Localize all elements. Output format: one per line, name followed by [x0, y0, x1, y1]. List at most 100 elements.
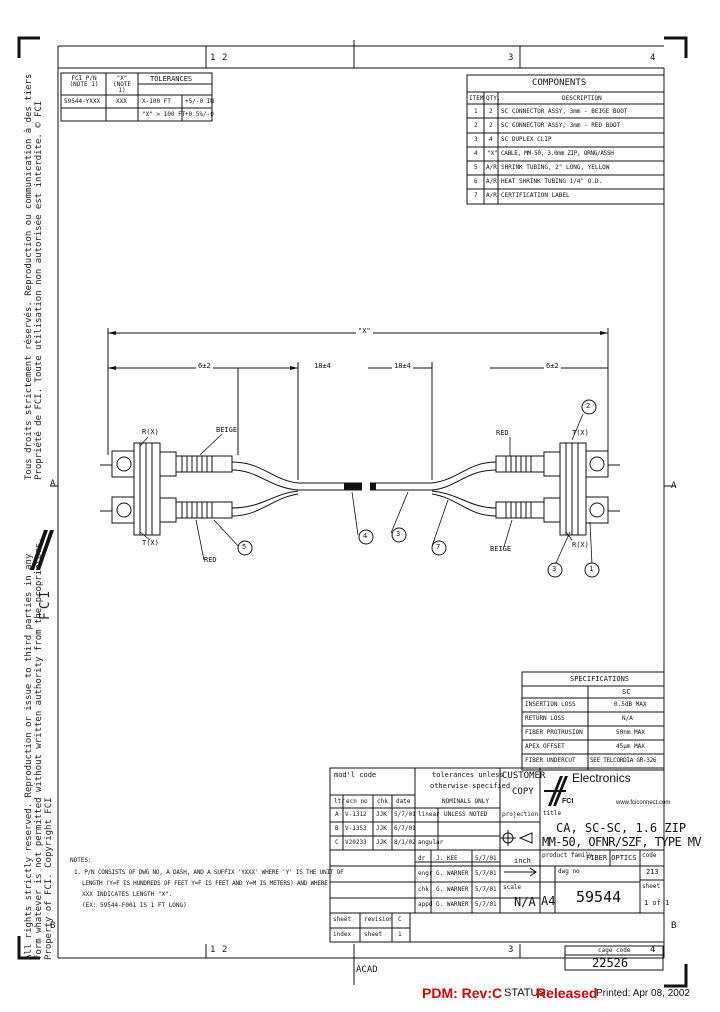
comp-row-desc: SC DUPLEX CLIP: [501, 136, 552, 143]
label-red-left: RED: [204, 556, 217, 564]
rev-ecn: V-1353: [345, 825, 367, 832]
dim-left: 6±2: [196, 362, 213, 370]
signoff-date: 5/7/01: [475, 870, 497, 877]
balloon-item-7: 7: [436, 543, 441, 551]
signoff-name: G. WARNER: [436, 901, 469, 908]
pdm-revision: PDM: Rev:C: [422, 985, 503, 1001]
components-header-qty: QTY.: [486, 95, 501, 102]
customer-copy-1: CUSTOMER: [502, 771, 546, 781]
sheet-index-row-1: index: [333, 931, 352, 938]
dim-overall: "X": [356, 327, 373, 335]
title-line-1: CA, SC-SC, 1.6 ZIP: [556, 821, 687, 835]
pn-row1-range: X-100 FT: [142, 98, 171, 105]
spec-value: 50nm MAX: [616, 729, 645, 736]
company-logo-text: FCI: [562, 798, 574, 805]
comp-row-item: 7: [474, 192, 478, 199]
rev-ecn: V20233: [345, 839, 367, 846]
spec-label: RETURN LOSS: [525, 715, 565, 722]
pn-header-pn: FCI P/N (NOTE 1): [69, 75, 99, 88]
rev-col-date: date: [396, 798, 411, 805]
cage-code: 22526: [592, 956, 629, 970]
spec-title: SPECIFICATIONS: [570, 675, 630, 683]
dwg-no: 59544: [576, 888, 622, 906]
zone-bottom-4: 4: [650, 945, 656, 955]
scale-label: scale: [503, 884, 522, 891]
comp-row-desc: SHRINK TUBING, 2" LONG, YELLOW: [501, 164, 610, 171]
zone-top-1: 1: [210, 53, 216, 63]
rev-date: 8/1/02: [394, 839, 416, 846]
label-red-right: RED: [496, 429, 509, 437]
dim-right: 6±2: [544, 362, 561, 370]
spec-value: 45µm MAX: [616, 743, 645, 750]
zone-top-4: 4: [650, 53, 656, 63]
zone-top-3: 3: [508, 53, 514, 63]
rev-date: 6/7/01: [394, 825, 416, 832]
note-line: 1. P/N CONSISTS OF DWG NO, A DASH, AND A…: [74, 869, 344, 876]
dim-mid-right: 18±4: [392, 362, 413, 370]
pn-header-tol: TOLERANCES: [150, 75, 193, 83]
rev-header: mod'l code: [334, 771, 377, 779]
customer-copy-2: COPY: [512, 787, 534, 797]
zone-bottom-2: 2: [222, 945, 228, 955]
comp-row-desc: CABLE, MM-50, 3.0mm ZIP, ORNG/ASSH: [501, 150, 614, 157]
sheet-label: sheet: [642, 883, 661, 890]
note-line: (EX: 59544-F001 IS 1 FT LONG): [82, 902, 187, 909]
status-value: Released: [536, 985, 598, 1001]
comp-row-desc: HEAT SHRINK TUBING 1/4" O.D.: [501, 178, 603, 185]
sheet-index-row-2: sheet: [364, 931, 383, 938]
units: inch: [514, 857, 531, 865]
zone-left-a: A: [50, 479, 56, 489]
tolerances-line2: otherwise specified: [430, 782, 511, 790]
notice-line-1: Tous droits strictement réservés. Reprod…: [24, 73, 34, 480]
label-beige-right: BEIGE: [490, 545, 512, 553]
signoff-date: 5/7/01: [475, 855, 497, 862]
code-label: code: [642, 852, 657, 859]
fci-logo-text: FCI: [38, 587, 53, 620]
spec-value: N/A: [622, 715, 633, 722]
company-website: www.fciconnect.com: [616, 800, 671, 806]
rev-date: 5/7/01: [394, 811, 416, 818]
comp-row-qty: "X": [487, 150, 498, 157]
spec-value: 0.5dB MAX: [614, 701, 647, 708]
pn-header-x: "X" (NOTE 1): [112, 75, 132, 94]
pn-row2-tol: +0.5%/-0: [185, 111, 214, 118]
balloon-item-4: 4: [363, 532, 368, 540]
zone-right-a: A: [671, 481, 677, 491]
comp-row-qty: A/R: [486, 164, 497, 171]
acad-label: ACAD: [356, 965, 378, 975]
comp-row-desc: SC CONNECTOR ASSY, 3mm - BEIGE BOOT: [501, 108, 628, 115]
signoff-role: dr: [418, 855, 426, 862]
zone-right-b: B: [671, 921, 677, 931]
title-label: title: [543, 810, 562, 817]
code-value: 213: [646, 868, 659, 876]
tolerances-linear: UNLESS NOTED: [444, 811, 488, 818]
sheet-index-col-3: C: [398, 916, 402, 923]
signoff-date: 5/7/01: [475, 886, 497, 893]
product-family: FIBER OPTICS: [586, 854, 637, 862]
rev-ltr: B: [335, 825, 339, 832]
spec-value: SEE TELCORDIA GR-326: [590, 757, 657, 764]
label-tx-left: T(X): [142, 539, 159, 547]
comp-row-qty: 2: [489, 108, 493, 115]
dim-mid-left: 18±4: [312, 362, 333, 370]
label-beige-top: BEIGE: [216, 426, 238, 434]
dwg-no-label: dwg no: [558, 868, 580, 875]
tolerances-linear-label: linear: [418, 811, 440, 818]
balloon-item-3b: 3: [552, 565, 557, 573]
signoff-name: J. KEE: [436, 855, 458, 862]
comp-row-item: 2: [474, 122, 478, 129]
pn-row1-x: XXX: [116, 98, 127, 105]
components-header-desc: DESCRIPTION: [562, 95, 602, 102]
status-label: STATUS:: [504, 987, 549, 999]
spec-label: FIBER UNDERCUT: [525, 757, 576, 764]
scale-value: N/A: [514, 895, 536, 909]
pn-row1-tol: +5/-0 IN: [185, 98, 214, 105]
comp-row-desc: CERTIFICATION LABEL: [501, 192, 570, 199]
comp-row-item: 5: [474, 164, 478, 171]
rev-chk: JJK: [376, 825, 387, 832]
tolerances-angular-label: angular: [418, 839, 444, 846]
note-line: LENGTH (Y=F IS HUNDREDS OF FEET Y=F IS F…: [82, 880, 328, 887]
rev-chk: JJK: [376, 839, 387, 846]
comp-row-qty: A/R: [486, 192, 497, 199]
